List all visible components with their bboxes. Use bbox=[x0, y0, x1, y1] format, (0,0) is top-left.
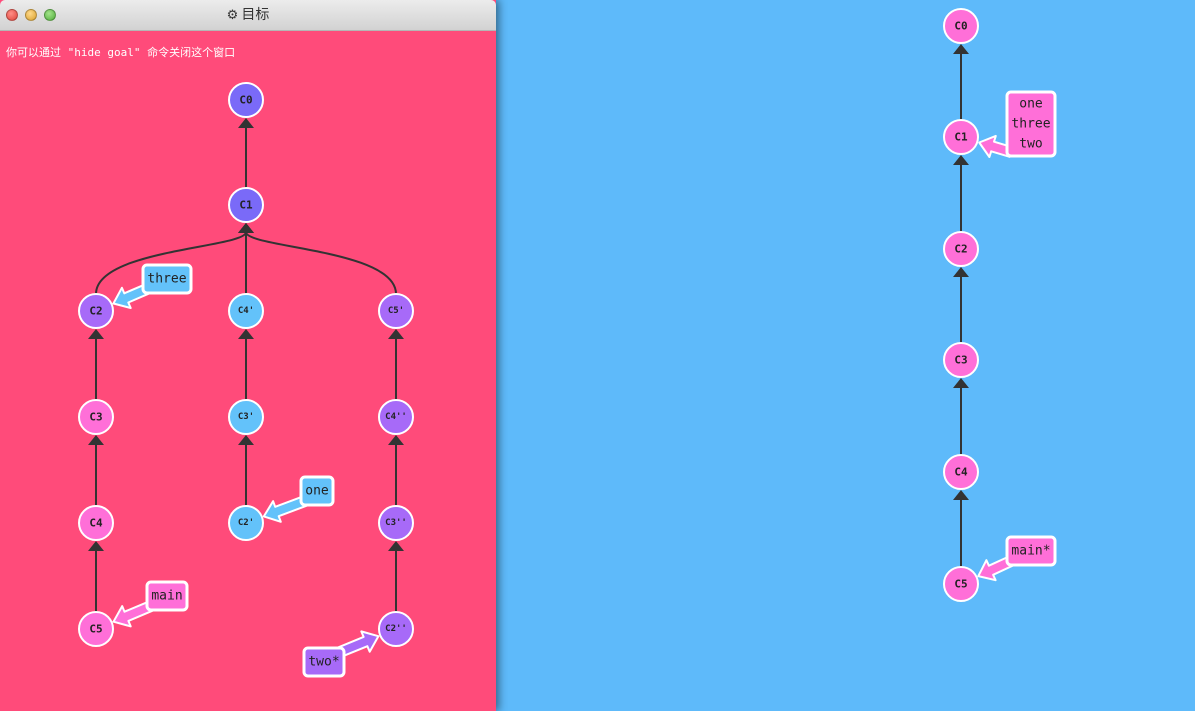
goal-commit-label-c5p: C5' bbox=[388, 306, 404, 316]
goal-commit-label-c4pp: C4'' bbox=[385, 412, 407, 422]
current-branch-label-main: main* bbox=[1011, 544, 1050, 559]
current-commit-c1[interactable] bbox=[943, 119, 979, 155]
goal-commit-c5p[interactable] bbox=[378, 293, 414, 329]
current-arrowhead-c2 bbox=[953, 155, 969, 165]
goal-branch-tag-two[interactable] bbox=[302, 646, 346, 678]
goal-commit-c2pp[interactable] bbox=[378, 611, 414, 647]
goal-branch-arrow-one bbox=[262, 495, 308, 523]
goal-commit-c0[interactable] bbox=[228, 82, 264, 118]
current-arrowhead-c3 bbox=[953, 267, 969, 277]
current-commit-c0[interactable] bbox=[943, 8, 979, 44]
goal-commit-c1[interactable] bbox=[228, 187, 264, 223]
goal-edge-c5p-to-c1 bbox=[245, 231, 397, 295]
goal-branch-tag-one[interactable] bbox=[299, 475, 335, 507]
goal-arrowhead-c5p bbox=[238, 223, 254, 233]
goal-commit-c4[interactable] bbox=[78, 505, 114, 541]
window-title: 目标 bbox=[241, 7, 270, 23]
window-title-wrap: ⚙目标 bbox=[0, 0, 496, 30]
current-arrowhead-c1 bbox=[953, 44, 969, 54]
current-branch-label-two: two bbox=[1019, 137, 1042, 152]
goal-commit-label-c4: C4 bbox=[89, 517, 103, 530]
hide-goal-hint: 你可以通过 "hide goal" 命令关闭这个窗口 bbox=[6, 46, 236, 59]
current-commit-label-c2: C2 bbox=[954, 243, 967, 256]
goal-commit-c4pp[interactable] bbox=[378, 399, 414, 435]
goal-commit-label-c2pp: C2'' bbox=[385, 624, 407, 634]
goal-commit-label-c5: C5 bbox=[89, 623, 102, 636]
current-branch-label-three: three bbox=[1011, 117, 1050, 132]
goal-commit-c5[interactable] bbox=[78, 611, 114, 647]
goal-commit-c2[interactable] bbox=[78, 293, 114, 329]
goal-commit-label-c4p: C4' bbox=[238, 306, 254, 316]
goal-commit-c4p[interactable] bbox=[228, 293, 264, 329]
close-button[interactable] bbox=[6, 9, 18, 21]
current-commit-label-c1: C1 bbox=[954, 131, 968, 144]
current-branch-arrow-main bbox=[977, 555, 1015, 582]
current-branch-label-one: one bbox=[1019, 97, 1043, 112]
goal-branch-label-main: main bbox=[151, 589, 182, 604]
goal-arrowhead-c4pp bbox=[388, 329, 404, 339]
goal-edge-c2-to-c1 bbox=[95, 231, 247, 295]
current-commit-label-c5: C5 bbox=[954, 578, 967, 591]
goal-branch-tag-three[interactable] bbox=[141, 263, 193, 295]
goal-commit-c3pp[interactable] bbox=[378, 505, 414, 541]
current-commit-label-c4: C4 bbox=[954, 466, 968, 479]
goal-branch-arrow-three bbox=[112, 283, 150, 309]
goal-branch-label-one: one bbox=[305, 484, 329, 499]
current-arrowhead-c4 bbox=[953, 378, 969, 388]
goal-commit-label-c3pp: C3'' bbox=[385, 518, 407, 528]
current-commit-c3[interactable] bbox=[943, 342, 979, 378]
goal-branch-tag-main[interactable] bbox=[145, 580, 189, 612]
current-branch-tag-one-three-two[interactable] bbox=[1005, 90, 1057, 158]
current-arrowhead-c5 bbox=[953, 490, 969, 500]
goal-arrowhead-c3p bbox=[238, 329, 254, 339]
minimize-button[interactable] bbox=[25, 9, 37, 21]
goal-commit-c3[interactable] bbox=[78, 399, 114, 435]
goal-commit-label-c3p: C3' bbox=[238, 412, 254, 422]
current-branch-tag-main[interactable] bbox=[1005, 535, 1057, 567]
goal-branch-label-three: three bbox=[147, 272, 186, 287]
goal-branch-arrow-main bbox=[112, 600, 154, 628]
goal-arrowhead-c1 bbox=[238, 118, 254, 128]
gear-icon: ⚙ bbox=[226, 8, 239, 23]
current-commit-label-c0: C0 bbox=[954, 20, 967, 33]
goal-arrowhead-c3pp bbox=[388, 435, 404, 445]
goal-commit-label-c3: C3 bbox=[89, 411, 102, 424]
goal-commit-c2p[interactable] bbox=[228, 505, 264, 541]
current-commit-c4[interactable] bbox=[943, 454, 979, 490]
goal-arrowhead-c3 bbox=[88, 329, 104, 339]
goal-commit-c3p[interactable] bbox=[228, 399, 264, 435]
goal-commit-label-c1: C1 bbox=[239, 199, 253, 212]
current-branch-arrow-one-three-two bbox=[978, 134, 1014, 158]
current-commit-c2[interactable] bbox=[943, 231, 979, 267]
goal-arrowhead-c2pp bbox=[388, 541, 404, 551]
goal-arrowhead-c2p bbox=[238, 435, 254, 445]
title-bar[interactable]: ⚙目标 bbox=[0, 0, 496, 31]
goal-commit-label-c2: C2 bbox=[89, 305, 102, 318]
current-commit-label-c3: C3 bbox=[954, 354, 967, 367]
goal-arrowhead-c4 bbox=[88, 435, 104, 445]
current-commit-c5[interactable] bbox=[943, 566, 979, 602]
goal-commit-label-c0: C0 bbox=[239, 94, 252, 107]
maximize-button[interactable] bbox=[44, 9, 56, 21]
goal-branch-label-two: two* bbox=[308, 655, 339, 670]
goal-arrowhead-c5 bbox=[88, 541, 104, 551]
goal-branch-arrow-two bbox=[337, 630, 380, 658]
goal-commit-label-c2p: C2' bbox=[238, 518, 254, 528]
